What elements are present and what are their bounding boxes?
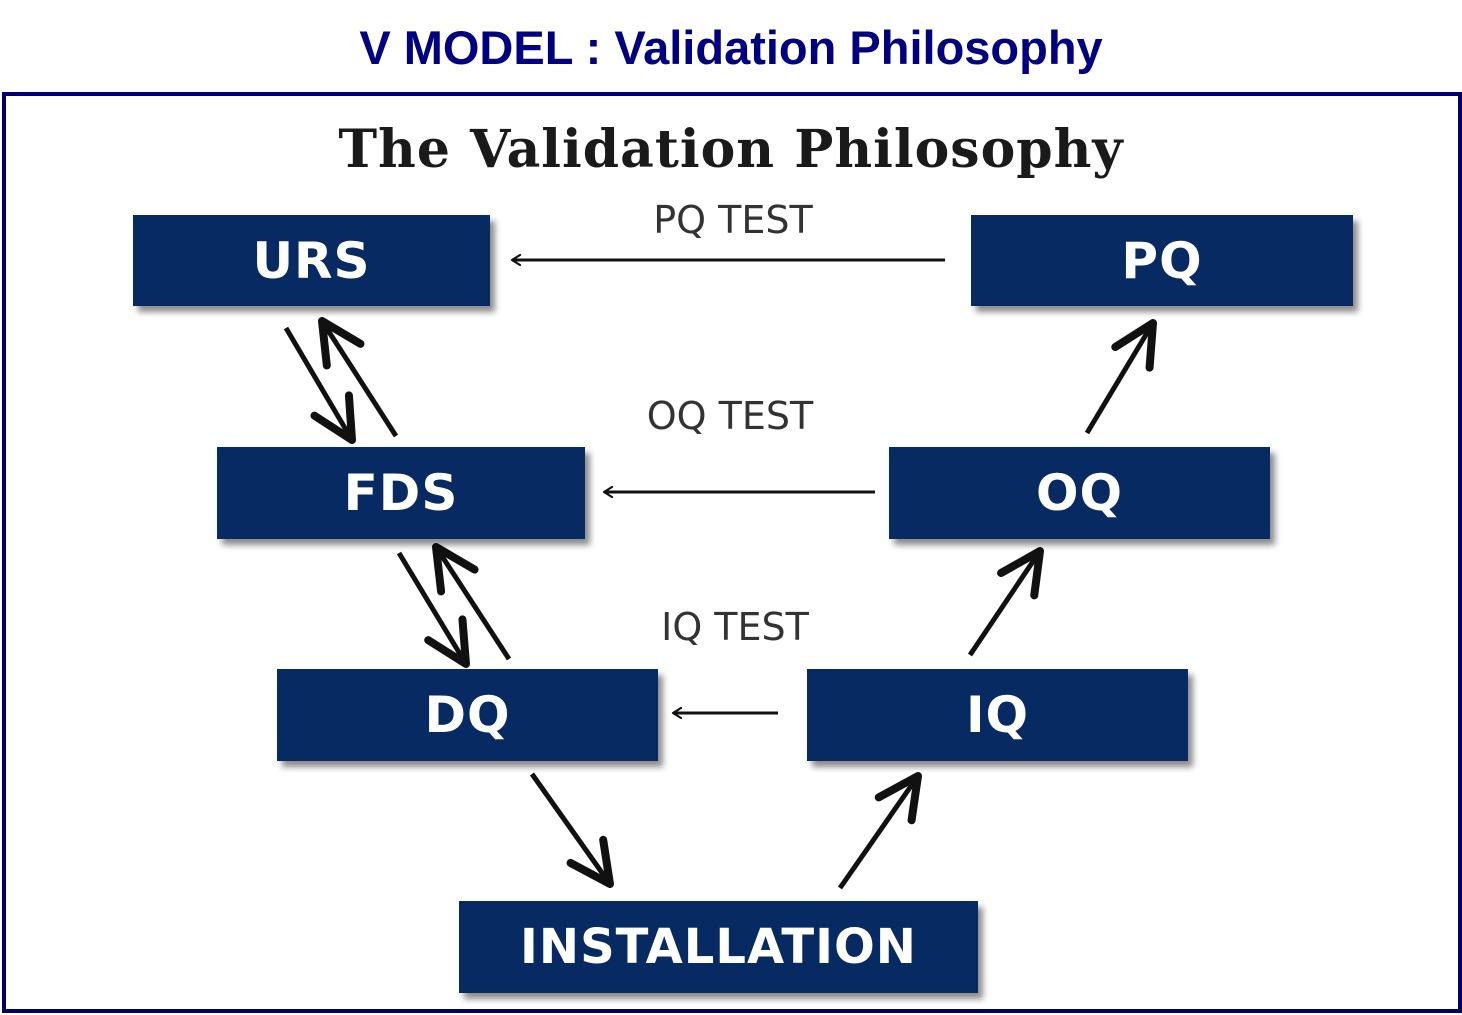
figure-title: The Validation Philosophy (338, 119, 1124, 180)
oq-to-pq-arrow (1084, 319, 1157, 435)
dq-to-fds-arrow (432, 543, 512, 661)
urs-to-fds-arrow (283, 326, 356, 444)
installation-label: INSTALLATION (520, 919, 917, 975)
installation-box: INSTALLATION (459, 901, 978, 993)
fds-to-dq-arrow (396, 551, 470, 668)
diagram-canvas: The Validation Philosophy (6, 92, 1458, 1009)
fds-label: FDS (343, 464, 459, 522)
oq-box: OQ (889, 447, 1270, 539)
dq-to-installation-arrow (529, 772, 614, 888)
iq-test-label: IQ TEST (661, 605, 809, 649)
slide-title: V MODEL : Validation Philosophy (359, 21, 1103, 74)
pq-test-label: PQ TEST (653, 198, 813, 242)
oq-label: OQ (1035, 464, 1123, 522)
arrows-layer (283, 92, 1157, 890)
pq-label: PQ (1121, 231, 1203, 290)
iq-box: IQ (807, 669, 1188, 761)
oq-test-label: OQ TEST (646, 394, 814, 438)
iq-to-oq-arrow (967, 547, 1044, 657)
dq-box: DQ (277, 669, 658, 761)
urs-box: URS (133, 215, 490, 306)
fds-box: FDS (217, 447, 585, 539)
diagram-frame: The Validation Philosophy (2, 92, 1462, 1013)
dq-label: DQ (424, 686, 511, 744)
fds-to-urs-arrow (318, 317, 399, 438)
iq-label: IQ (965, 686, 1030, 744)
installation-to-iq-arrow (837, 772, 922, 890)
urs-label: URS (252, 231, 371, 290)
pq-box: PQ (971, 215, 1353, 306)
